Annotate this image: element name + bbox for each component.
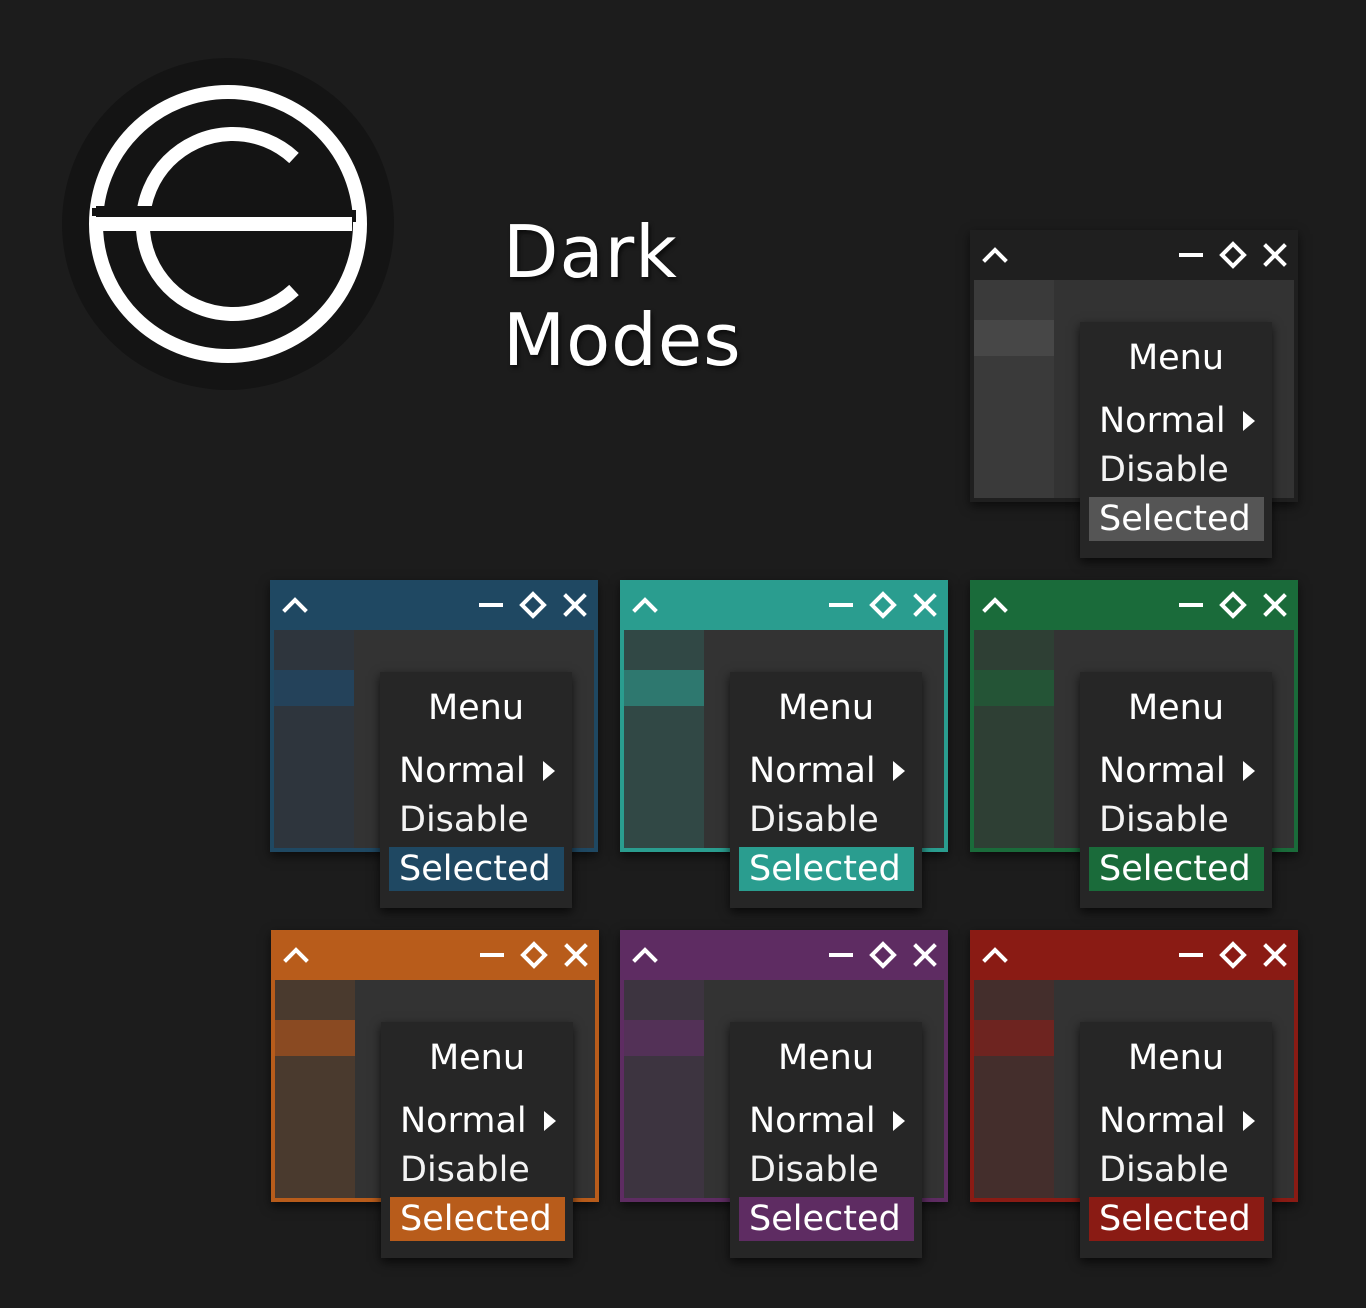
menu-item-selected[interactable]: Selected bbox=[1089, 847, 1264, 891]
sidebar bbox=[274, 630, 354, 848]
diamond-icon[interactable] bbox=[1218, 590, 1248, 620]
menu-item-disable: Disable bbox=[1099, 800, 1229, 840]
close-icon[interactable] bbox=[560, 590, 590, 620]
title-bar bbox=[970, 930, 1298, 980]
minimize-icon[interactable] bbox=[1176, 590, 1206, 620]
caret-right-icon bbox=[1243, 761, 1255, 781]
menu-item-normal[interactable]: Normal bbox=[1099, 751, 1226, 791]
context-menu-orange: Menu Normal Disable Selected bbox=[381, 1022, 573, 1258]
menu-item-disable: Disable bbox=[749, 1150, 879, 1190]
chevron-up-icon[interactable] bbox=[630, 590, 660, 620]
minimize-icon[interactable] bbox=[1176, 240, 1206, 270]
menu-title: Menu bbox=[777, 688, 875, 728]
menu-title: Menu bbox=[777, 1038, 875, 1078]
close-icon[interactable] bbox=[910, 940, 940, 970]
diamond-icon[interactable] bbox=[1218, 240, 1248, 270]
sidebar bbox=[275, 980, 355, 1198]
caret-right-icon bbox=[893, 1111, 905, 1131]
sidebar bbox=[974, 980, 1054, 1198]
sidebar-item-selected[interactable] bbox=[624, 1020, 704, 1056]
sidebar-item-selected[interactable] bbox=[974, 670, 1054, 706]
title-bar bbox=[270, 580, 598, 630]
menu-item-selected[interactable]: Selected bbox=[389, 847, 564, 891]
caret-right-icon bbox=[543, 761, 555, 781]
context-menu-blue: Menu Normal Disable Selected bbox=[380, 672, 572, 908]
caret-right-icon bbox=[1243, 1111, 1255, 1131]
context-menu-mono: Menu Normal Disable Selected bbox=[1080, 322, 1272, 558]
context-menu-red: Menu Normal Disable Selected bbox=[1080, 1022, 1272, 1258]
menu-item-selected[interactable]: Selected bbox=[1089, 1197, 1264, 1241]
menu-title: Menu bbox=[1127, 688, 1225, 728]
close-icon[interactable] bbox=[1260, 240, 1290, 270]
close-icon[interactable] bbox=[1260, 940, 1290, 970]
sidebar-item-selected[interactable] bbox=[274, 670, 354, 706]
menu-item-disable: Disable bbox=[1099, 1150, 1229, 1190]
menu-item-disable: Disable bbox=[749, 800, 879, 840]
menu-item-normal[interactable]: Normal bbox=[1099, 401, 1226, 441]
menu-item-disable: Disable bbox=[399, 800, 529, 840]
caret-right-icon bbox=[1243, 411, 1255, 431]
menu-item-selected[interactable]: Selected bbox=[1089, 497, 1264, 541]
menu-item-normal[interactable]: Normal bbox=[399, 751, 526, 791]
chevron-up-icon[interactable] bbox=[980, 590, 1010, 620]
sidebar bbox=[974, 630, 1054, 848]
chevron-up-icon[interactable] bbox=[980, 940, 1010, 970]
menu-item-selected[interactable]: Selected bbox=[390, 1197, 565, 1241]
menu-item-normal[interactable]: Normal bbox=[1099, 1101, 1226, 1141]
minimize-icon[interactable] bbox=[826, 940, 856, 970]
minimize-icon[interactable] bbox=[477, 940, 507, 970]
menu-title: Menu bbox=[428, 1038, 526, 1078]
close-icon[interactable] bbox=[561, 940, 591, 970]
close-icon[interactable] bbox=[1260, 590, 1290, 620]
chevron-up-icon[interactable] bbox=[281, 940, 311, 970]
menu-item-disable: Disable bbox=[400, 1150, 530, 1190]
menu-title: Menu bbox=[1127, 1038, 1225, 1078]
chevron-up-icon[interactable] bbox=[980, 240, 1010, 270]
sidebar bbox=[624, 630, 704, 848]
minimize-icon[interactable] bbox=[826, 590, 856, 620]
minimize-icon[interactable] bbox=[476, 590, 506, 620]
sidebar-item-selected[interactable] bbox=[624, 670, 704, 706]
caret-right-icon bbox=[544, 1111, 556, 1131]
menu-item-selected[interactable]: Selected bbox=[739, 1197, 914, 1241]
diamond-icon[interactable] bbox=[868, 590, 898, 620]
menu-item-normal[interactable]: Normal bbox=[400, 1101, 527, 1141]
title-line-2: Modes bbox=[503, 298, 742, 382]
menu-item-disable: Disable bbox=[1099, 450, 1229, 490]
context-menu-green: Menu Normal Disable Selected bbox=[1080, 672, 1272, 908]
diamond-icon[interactable] bbox=[518, 590, 548, 620]
sc-logo bbox=[62, 58, 394, 390]
menu-item-selected[interactable]: Selected bbox=[739, 847, 914, 891]
title-bar bbox=[620, 930, 948, 980]
sidebar bbox=[624, 980, 704, 1198]
title-bar bbox=[970, 230, 1298, 280]
context-menu-purple: Menu Normal Disable Selected bbox=[730, 1022, 922, 1258]
title-bar bbox=[271, 930, 599, 980]
caret-right-icon bbox=[893, 761, 905, 781]
context-menu-teal: Menu Normal Disable Selected bbox=[730, 672, 922, 908]
sidebar-item-selected[interactable] bbox=[275, 1020, 355, 1056]
close-icon[interactable] bbox=[910, 590, 940, 620]
menu-item-normal[interactable]: Normal bbox=[749, 1101, 876, 1141]
sidebar-item-selected[interactable] bbox=[974, 1020, 1054, 1056]
title-bar bbox=[620, 580, 948, 630]
minimize-icon[interactable] bbox=[1176, 940, 1206, 970]
diamond-icon[interactable] bbox=[1218, 940, 1248, 970]
menu-title: Menu bbox=[1127, 338, 1225, 378]
chevron-up-icon[interactable] bbox=[280, 590, 310, 620]
menu-item-normal[interactable]: Normal bbox=[749, 751, 876, 791]
page-title: Dark Modes bbox=[503, 208, 742, 384]
sidebar bbox=[974, 280, 1054, 498]
sidebar-item-selected[interactable] bbox=[974, 320, 1054, 356]
diamond-icon[interactable] bbox=[868, 940, 898, 970]
menu-title: Menu bbox=[427, 688, 525, 728]
diamond-icon[interactable] bbox=[519, 940, 549, 970]
title-bar bbox=[970, 580, 1298, 630]
title-line-1: Dark bbox=[503, 210, 678, 294]
chevron-up-icon[interactable] bbox=[630, 940, 660, 970]
